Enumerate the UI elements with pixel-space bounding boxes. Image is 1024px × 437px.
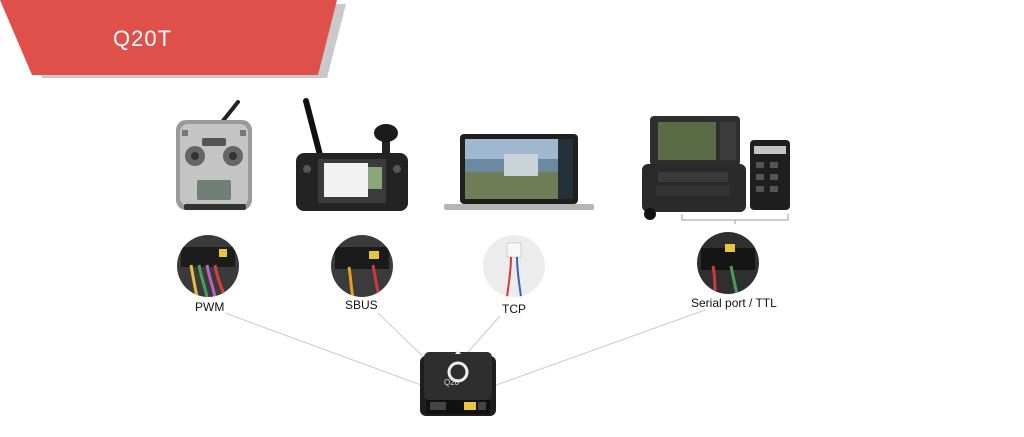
sbus-connector-photo <box>331 235 393 297</box>
handheld-ground-station-icon <box>296 97 408 220</box>
laptop-icon <box>444 134 594 217</box>
label-sbus: SBUS <box>345 298 378 312</box>
label-serial: Serial port / TTL <box>691 296 777 310</box>
banner-title: Q20T <box>113 26 173 51</box>
label-pwm: PWM <box>195 300 225 314</box>
pwm-connector-photo <box>177 235 239 297</box>
ground-control-case-icon <box>636 112 796 227</box>
banner-shape <box>0 0 346 78</box>
rc-transmitter-icon <box>170 100 260 217</box>
header-banner: Q20T <box>0 0 360 80</box>
q20t-device-icon: Q20 <box>418 350 498 427</box>
device-mark: Q20 <box>444 378 460 387</box>
label-tcp: TCP <box>502 302 526 316</box>
bracket-line <box>681 214 789 224</box>
tcp-connector-photo <box>483 235 545 297</box>
serial-connector-photo <box>697 232 759 294</box>
